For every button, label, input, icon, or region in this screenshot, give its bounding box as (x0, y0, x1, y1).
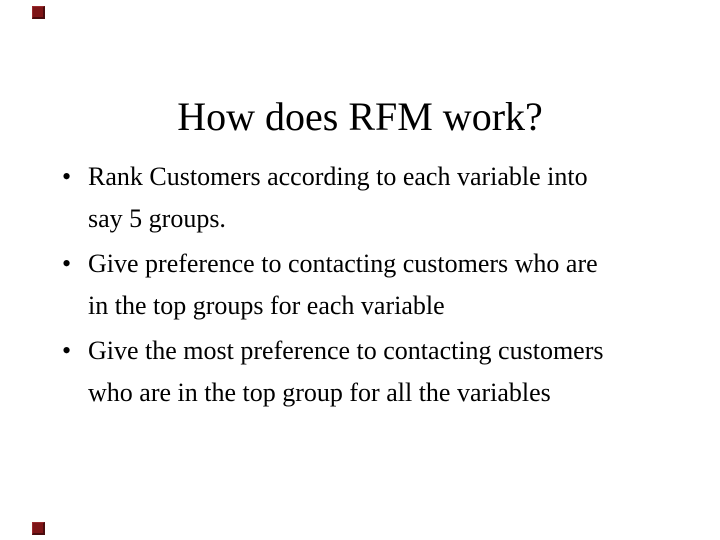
bullet-item: • Give preference to contacting customer… (62, 243, 700, 327)
bullet-text: Give preference to contacting customers … (88, 243, 598, 327)
bullet-line: in the top groups for each variable (88, 291, 445, 320)
bullet-marker: • (62, 336, 72, 365)
bullet-text: Give the most preference to contacting c… (88, 330, 603, 414)
bullet-line: who are in the top group for all the var… (88, 378, 551, 407)
bullet-list: • Rank Customers according to each varia… (62, 156, 700, 417)
corner-decoration-bottom (32, 522, 45, 535)
bullet-marker: • (62, 162, 72, 191)
bullet-line: Give the most preference to contacting c… (88, 336, 604, 365)
bullet-item: • Rank Customers according to each varia… (62, 156, 700, 240)
page-title: How does RFM work? (177, 93, 543, 139)
bullet-item: • Give the most preference to contacting… (62, 330, 700, 414)
bullet-line: say 5 groups. (88, 204, 226, 233)
bullet-marker: • (62, 249, 72, 278)
bullet-line: Rank Customers according to each variabl… (88, 162, 588, 191)
corner-decoration-top (32, 6, 45, 19)
bullet-line: Give preference to contacting customers … (88, 249, 598, 278)
bullet-text: Rank Customers according to each variabl… (88, 156, 588, 240)
